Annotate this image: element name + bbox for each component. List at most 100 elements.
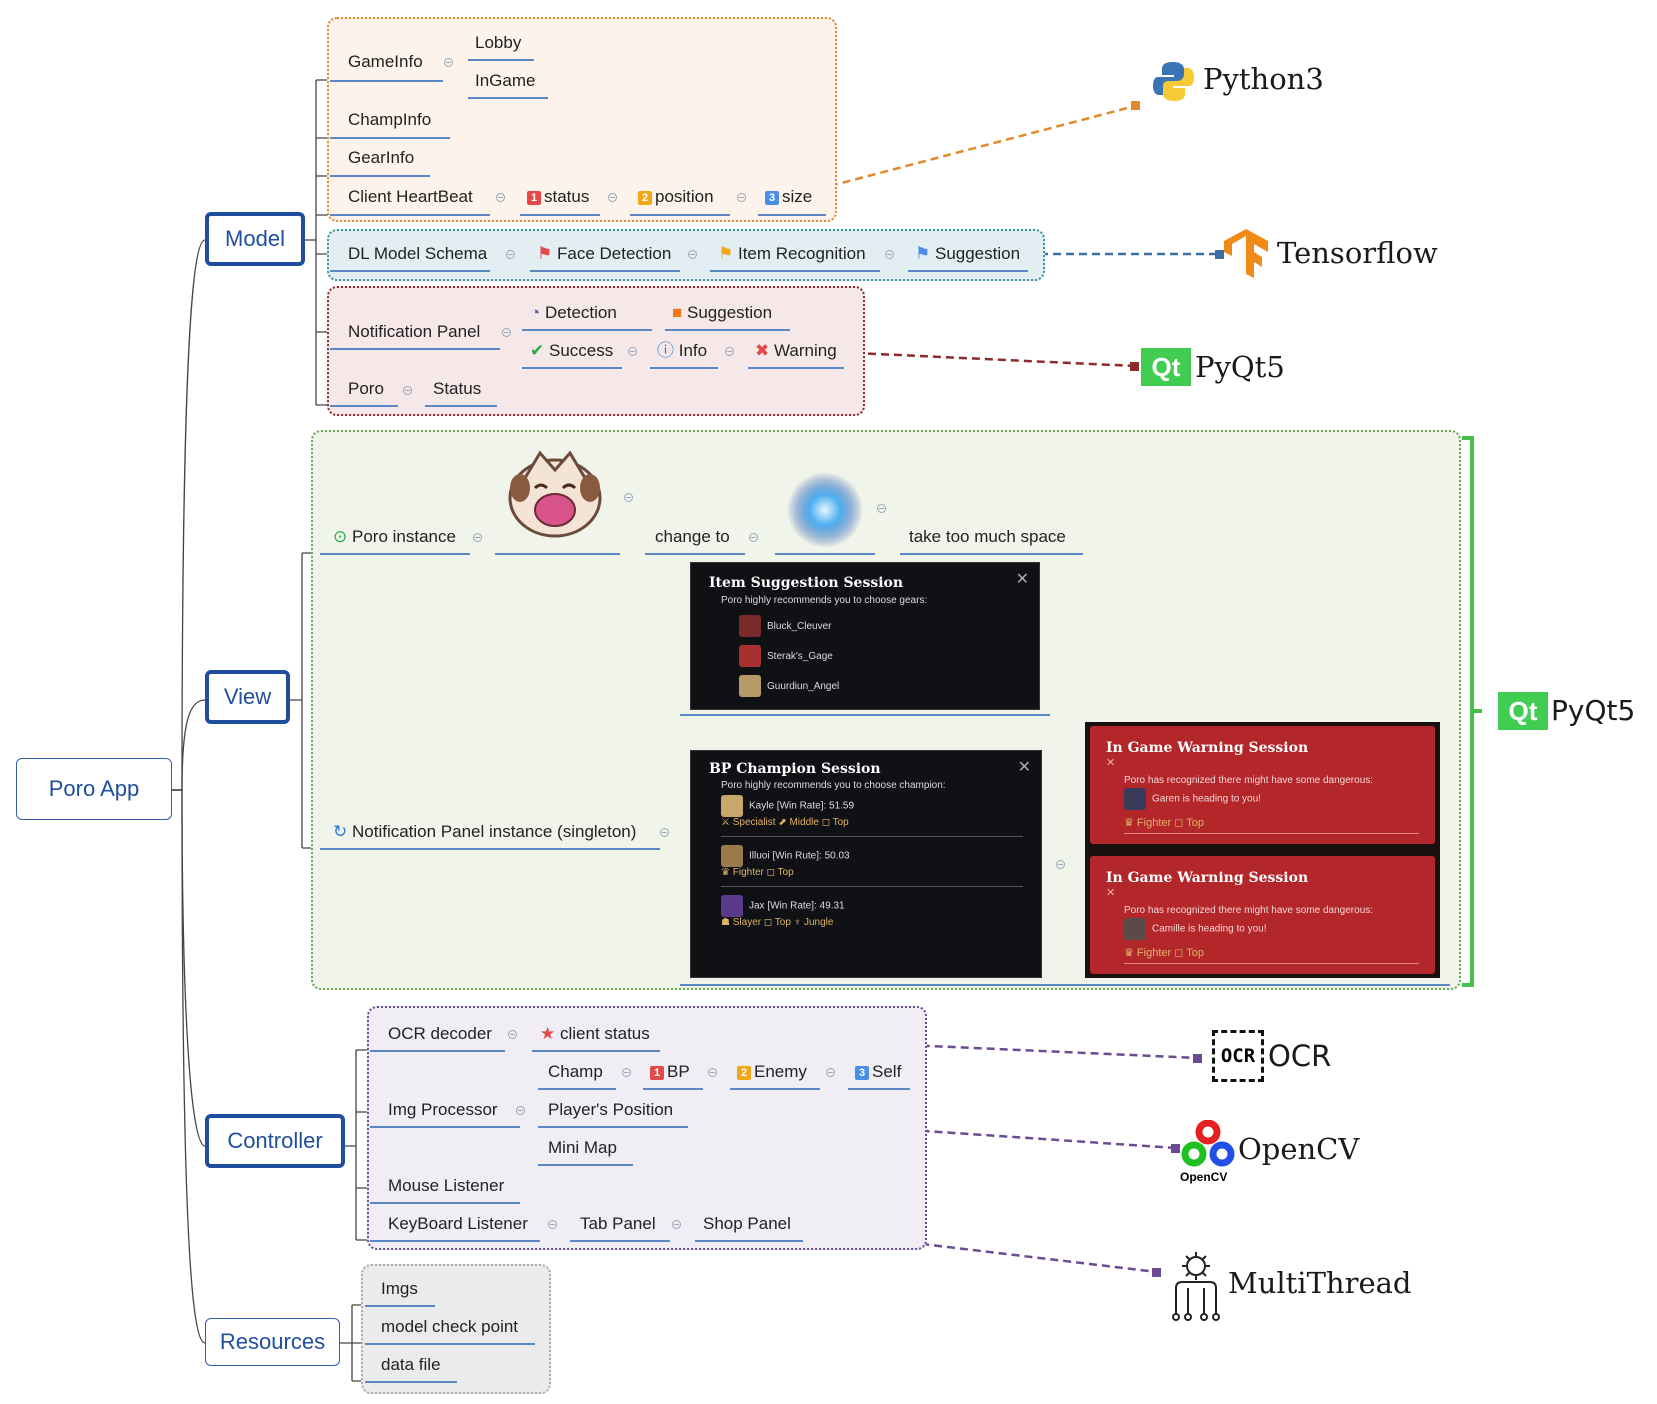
root-topic[interactable]: Poro App [16, 758, 172, 820]
collapse-icon[interactable] [688, 250, 697, 259]
mini-map-underline [538, 1164, 633, 1166]
ingame-node[interactable]: InGame [475, 71, 536, 90]
view-topic[interactable]: View [205, 670, 290, 724]
notif-suggestion-node[interactable]: ■ Suggestion [672, 302, 772, 324]
collapse-icon[interactable] [516, 1106, 525, 1115]
warning-title: In Game Warning Session [1106, 740, 1309, 756]
warning-tags: ♛ Fighter ◻ Top [1124, 946, 1419, 964]
notif-instance-node[interactable]: ↻ Notification Panel instance (singleton… [333, 821, 636, 843]
gearinfo-node[interactable]: GearInfo [348, 148, 415, 167]
warning-title: In Game Warning Session [1106, 870, 1309, 886]
collapse-icon[interactable] [672, 1220, 681, 1229]
item-underline [710, 270, 880, 272]
python-link [829, 104, 1136, 188]
info-node[interactable]: ⓘ Info [657, 340, 707, 362]
mouse-listener-node[interactable]: Mouse Listener [388, 1176, 505, 1195]
client-status-underline [532, 1050, 660, 1052]
notification-panel-node[interactable]: Notification Panel [348, 322, 481, 341]
gameinfo-node[interactable]: GameInfo [348, 52, 423, 71]
warning-underline [748, 367, 844, 369]
warning-line2-row: Camille is heading to you! [1124, 918, 1419, 940]
orb-icon [787, 472, 863, 548]
heartbeat-underline [330, 214, 490, 216]
client-status-label: client status [559, 1024, 650, 1043]
players-position-node[interactable]: Player's Position [548, 1100, 674, 1119]
close-icon[interactable]: ✕ [1106, 757, 1116, 769]
check-icon: ✔ [530, 341, 545, 360]
dl-schema-node[interactable]: DL Model Schema [348, 244, 488, 263]
bp-session-subtitle: Poro highly recommends you to choose cha… [721, 780, 946, 791]
poro-status-node[interactable]: Status [433, 379, 482, 398]
model-topic[interactable]: Model [205, 212, 305, 266]
keyboard-listener-node[interactable]: KeyBoard Listener [388, 1214, 528, 1233]
collapse-icon[interactable] [622, 1068, 631, 1077]
imgs-underline [365, 1305, 435, 1307]
warning-node[interactable]: ✖ Warning [755, 340, 837, 362]
imgs-node[interactable]: Imgs [381, 1279, 418, 1298]
collapse-icon[interactable] [826, 1068, 835, 1077]
collapse-icon[interactable] [508, 1030, 517, 1039]
item-session-subtitle: Poro highly recommends you to choose gea… [721, 595, 928, 606]
close-icon[interactable]: ✕ [1106, 887, 1116, 899]
collapse-icon[interactable] [877, 504, 886, 513]
model-checkpoint-node[interactable]: model check point [381, 1317, 519, 1336]
collapse-icon[interactable] [608, 193, 617, 202]
collapse-icon[interactable] [749, 533, 758, 542]
collapse-icon[interactable] [660, 828, 669, 837]
collapse-icon[interactable] [708, 1068, 717, 1077]
champ-node[interactable]: Champ [548, 1062, 603, 1081]
shop-panel-node[interactable]: Shop Panel [703, 1214, 791, 1233]
status-label: status [544, 187, 590, 206]
collapse-icon[interactable] [548, 1220, 557, 1229]
priority-1-icon: 1 [650, 1066, 664, 1080]
tab-panel-node[interactable]: Tab Panel [580, 1214, 656, 1233]
lobby-node[interactable]: Lobby [475, 33, 522, 52]
success-node[interactable]: ✔ Success [530, 340, 613, 362]
resources-boundary [361, 1264, 551, 1394]
ocr-decoder-node[interactable]: OCR decoder [388, 1024, 492, 1043]
gear-icon [739, 675, 761, 698]
dl-schema-boundary [327, 229, 1045, 281]
collapse-icon[interactable] [403, 386, 412, 395]
data-file-node[interactable]: data file [381, 1355, 441, 1374]
collapse-icon[interactable] [496, 193, 505, 202]
collapse-icon[interactable] [628, 347, 637, 356]
client-status-node[interactable]: ★ client status [540, 1023, 650, 1045]
item-recognition-node[interactable]: ⚑ Item Recognition [718, 243, 866, 265]
close-icon[interactable]: ✕ [1015, 571, 1029, 588]
controller-topic[interactable]: Controller [205, 1114, 345, 1168]
heartbeat-node[interactable]: Client HeartBeat [348, 187, 473, 206]
collapse-icon[interactable] [502, 328, 511, 337]
multithread-gear-icon [1172, 1252, 1220, 1321]
collapse-icon[interactable] [885, 250, 894, 259]
warning-line1: Poro has recognized there might have som… [1124, 905, 1374, 916]
collapse-icon[interactable] [444, 58, 453, 67]
too-much-space-node[interactable]: take too much space [909, 527, 1066, 546]
notif-suggestion-underline [665, 329, 790, 331]
img-processor-node[interactable]: Img Processor [388, 1100, 498, 1119]
poro-node[interactable]: Poro [348, 379, 384, 398]
close-icon[interactable]: ✕ [1017, 759, 1031, 776]
change-to-node[interactable]: change to [655, 527, 730, 546]
collapse-icon[interactable] [473, 533, 482, 542]
ingame-underline [468, 97, 548, 99]
champinfo-node[interactable]: ChampInfo [348, 110, 432, 129]
collapse-icon[interactable] [506, 250, 515, 259]
detection-node[interactable]: ◔ Detection [530, 302, 617, 324]
collapse-icon[interactable] [1056, 860, 1065, 869]
face-detection-node[interactable]: ⚑ Face Detection [537, 243, 671, 265]
collapse-icon[interactable] [624, 493, 633, 502]
collapse-icon[interactable] [725, 347, 734, 356]
dl-suggestion-node[interactable]: ⚑ Suggestion [915, 243, 1020, 265]
mini-map-node[interactable]: Mini Map [548, 1138, 617, 1157]
poro-instance-node[interactable]: ⊙ Poro instance [333, 526, 456, 548]
resources-topic[interactable]: Resources [205, 1318, 340, 1366]
star-icon: ★ [540, 1024, 556, 1043]
collapse-icon[interactable] [737, 193, 746, 202]
